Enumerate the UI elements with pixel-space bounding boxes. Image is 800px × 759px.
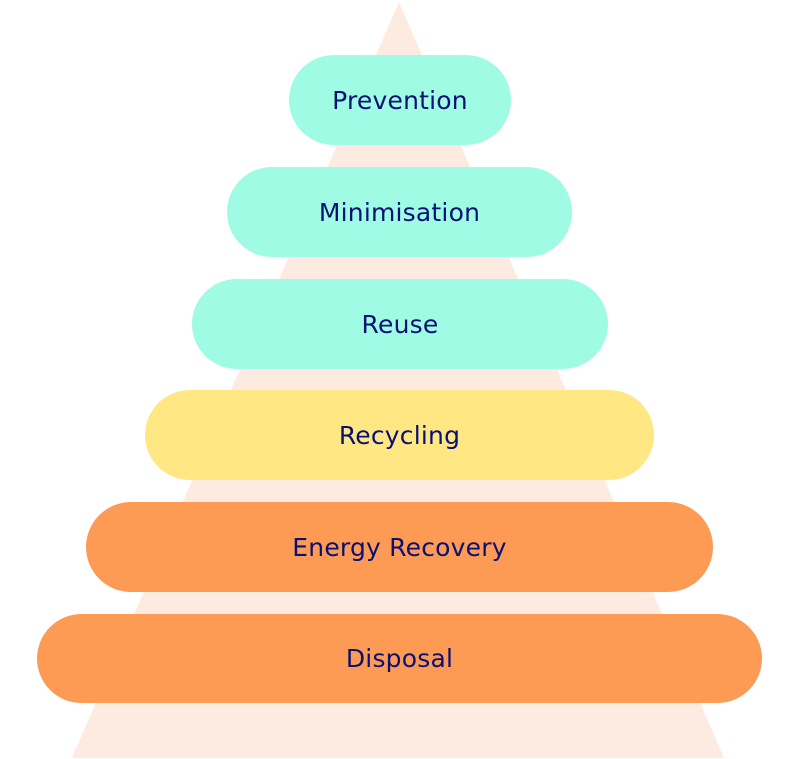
level-label: Minimisation bbox=[318, 197, 481, 227]
level-minimisation: Minimisation bbox=[227, 167, 572, 257]
level-disposal: Disposal bbox=[37, 614, 762, 703]
level-label: Energy Recovery bbox=[292, 532, 507, 562]
level-label: Prevention bbox=[332, 85, 468, 115]
level-label: Reuse bbox=[361, 309, 439, 339]
level-label: Recycling bbox=[338, 420, 461, 450]
level-recycling: Recycling bbox=[145, 390, 654, 480]
level-prevention: Prevention bbox=[289, 55, 511, 145]
level-label: Disposal bbox=[345, 644, 454, 673]
level-reuse: Reuse bbox=[192, 279, 608, 369]
level-energy-recovery: Energy Recovery bbox=[86, 502, 713, 592]
